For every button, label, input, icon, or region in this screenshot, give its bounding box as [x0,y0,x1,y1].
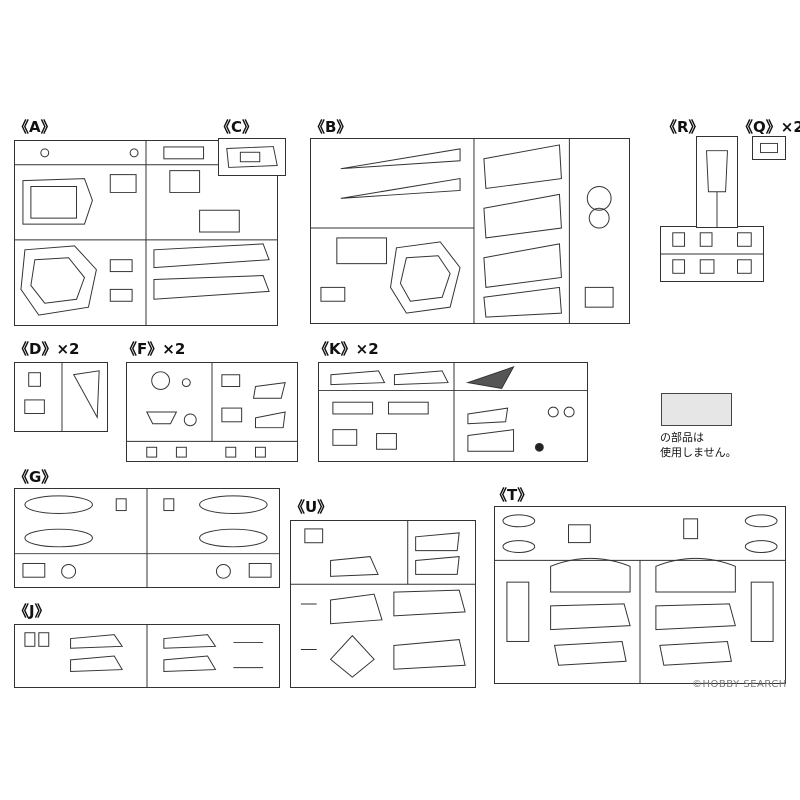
sprue-q [752,136,786,160]
sprue-label-k: 《K》×2 [314,340,379,358]
unused-parts-note: の部品は 使用しません。 [660,430,737,460]
sprue-b [310,138,630,324]
sprue-r-upper [696,136,738,228]
sprue-j [14,624,280,688]
sprue-label-r: 《R》 [662,118,704,136]
sprue-u [290,520,476,688]
sprue-label-c: 《C》 [216,118,258,136]
sprue-label-b: 《B》 [310,118,352,136]
sprue-label-u: 《U》 [290,498,333,516]
sprue-label-t: 《T》 [492,486,533,504]
sprue-label-d: 《D》×2 [14,340,80,358]
sprue-f [126,362,298,462]
sprue-k [318,362,588,462]
note-line-1: の部品は [660,431,704,444]
sprue-label-j: 《J》 [14,602,50,620]
sprue-label-a: 《A》 [14,118,56,136]
sprue-t [494,506,786,684]
sprue-g [14,488,280,588]
sprue-c [218,138,286,176]
unused-parts-swatch [661,393,732,426]
sprue-d [14,362,108,432]
sprue-label-f: 《F》×2 [122,340,186,358]
sprue-label-g: 《G》 [14,468,57,486]
sprue-label-q: 《Q》×2 [738,118,800,136]
sprue-r [660,226,764,282]
note-line-2: 使用しません。 [660,446,737,459]
hobby-search-watermark: ©HOBBY SEARCH [692,679,787,690]
